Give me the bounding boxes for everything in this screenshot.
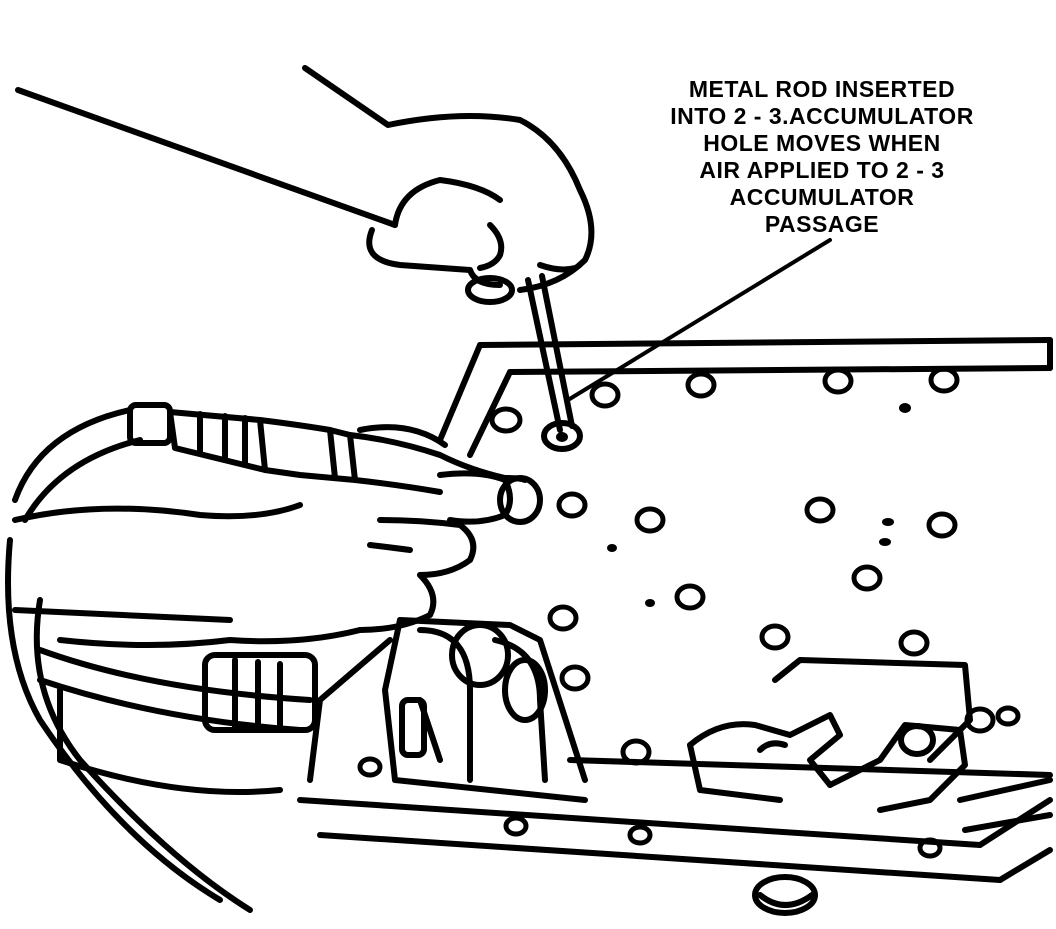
bottom-fitting [752,874,818,916]
callout-leader [566,238,832,402]
callout-line: PASSAGE [764,211,880,237]
valve-mechanism [382,617,588,803]
metal-rod [525,273,575,433]
callout-line: METAL ROD INSERTED [688,76,956,102]
valve-body-plate [297,337,1053,883]
air-hose [5,537,318,913]
accumulator-hole [541,420,583,452]
callout-line: INTO 2 - 3.ACCUMULATOR [670,103,974,129]
detent-lever [687,657,1053,833]
air-nozzle [12,402,543,525]
callout-label: METAL ROD INSERTED INTO 2 - 3.ACCUMULATO… [612,76,1032,238]
small-passage-holes [556,403,911,607]
upper-hand [15,65,595,305]
callout-line: ACCUMULATOR [729,184,915,210]
callout-line: AIR APPLIED TO 2 - 3 [699,157,945,183]
callout-line: HOLE MOVES WHEN [703,130,941,156]
bolt-bosses [357,366,1021,859]
